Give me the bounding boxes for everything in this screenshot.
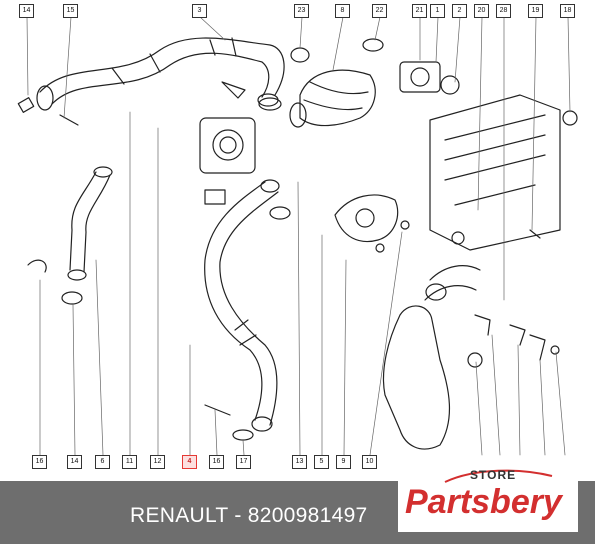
- callout-2: 2: [452, 4, 467, 18]
- logo-brand-text: Partsbery: [405, 483, 562, 521]
- callout-22: 22: [372, 4, 387, 18]
- callout-10: 10: [362, 455, 377, 469]
- callout-3: 3: [192, 4, 207, 18]
- callout-9: 9: [336, 455, 351, 469]
- callout-21: 21: [412, 4, 427, 18]
- leader-lines: [26, 16, 571, 456]
- callout-16-middle: 16: [209, 455, 224, 469]
- callout-4-highlighted: 4: [182, 455, 197, 469]
- callout-1: 1: [430, 4, 445, 18]
- diagram-drawing: [17, 16, 578, 456]
- logo-swoosh: [444, 469, 553, 483]
- callout-18: 18: [560, 4, 575, 18]
- callout-19: 19: [528, 4, 543, 18]
- callout-11: 11: [122, 455, 137, 469]
- housing-part-5: [334, 194, 410, 253]
- callout-15: 15: [63, 4, 78, 18]
- callout-14-top: 14: [19, 4, 34, 18]
- callout-28: 28: [496, 4, 511, 18]
- throttle-body-part-12: [199, 117, 256, 205]
- engine-block: [429, 94, 578, 251]
- sensor-part-1: [399, 61, 460, 95]
- pipe-part-6: [61, 166, 113, 305]
- callout-12: 12: [150, 455, 165, 469]
- airbox-part-10: [382, 265, 483, 450]
- callout-20: 20: [474, 4, 489, 18]
- callout-8: 8: [335, 4, 350, 18]
- hose-part-4: [204, 179, 280, 432]
- bellows-part-8: [289, 69, 376, 128]
- brackets: [474, 314, 560, 361]
- callout-17: 17: [236, 455, 251, 469]
- callout-5: 5: [314, 455, 329, 469]
- callout-13: 13: [292, 455, 307, 469]
- part-number-label: RENAULT - 8200981497: [130, 504, 368, 527]
- callout-23: 23: [294, 4, 309, 18]
- parts-diagram: 14 15 3 23 8 22 21 1 2 20 28 19 18 16 14…: [17, 4, 578, 469]
- callout-16-left: 16: [32, 455, 47, 469]
- hose-part-3: [36, 37, 285, 111]
- logo-store-text: STORE: [470, 468, 517, 482]
- partsbery-logo: [398, 468, 578, 532]
- callout-14-bottom: 14: [67, 455, 82, 469]
- small-parts: [17, 38, 384, 441]
- callout-6: 6: [95, 455, 110, 469]
